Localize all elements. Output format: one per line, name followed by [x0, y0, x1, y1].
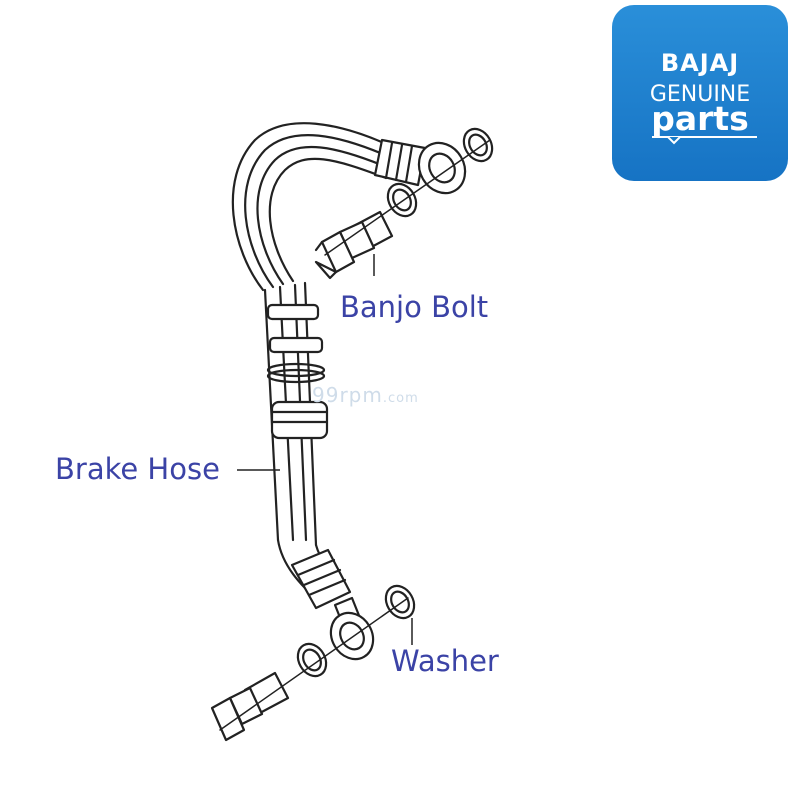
brake-hose — [231, 122, 397, 610]
watermark: 99rpm.com — [312, 383, 419, 407]
lower-washer-inner — [296, 642, 328, 678]
upper-bolt-axis — [324, 139, 491, 256]
upper-banjo-bolt — [314, 210, 394, 280]
lower-washer-outer — [384, 584, 416, 620]
lower-bolt-axis — [219, 597, 409, 731]
brake-hose-label: Brake Hose — [55, 452, 220, 486]
upper-banjo-fitting — [373, 138, 467, 195]
bajaj-genuine-parts-logo: BAJAJ GENUINE parts — [612, 5, 788, 181]
brand-line-parts: parts — [651, 99, 749, 138]
brand-underline — [652, 136, 757, 145]
lower-banjo-bolt — [210, 671, 290, 742]
upper-washer-outer — [462, 127, 494, 163]
washer-label: Washer — [391, 644, 499, 678]
banjo-bolt-label: Banjo Bolt — [340, 290, 489, 324]
lower-banjo-fitting — [329, 596, 375, 661]
brand-name: BAJAJ — [660, 49, 740, 77]
brand-line-genuine: GENUINE — [649, 82, 751, 107]
